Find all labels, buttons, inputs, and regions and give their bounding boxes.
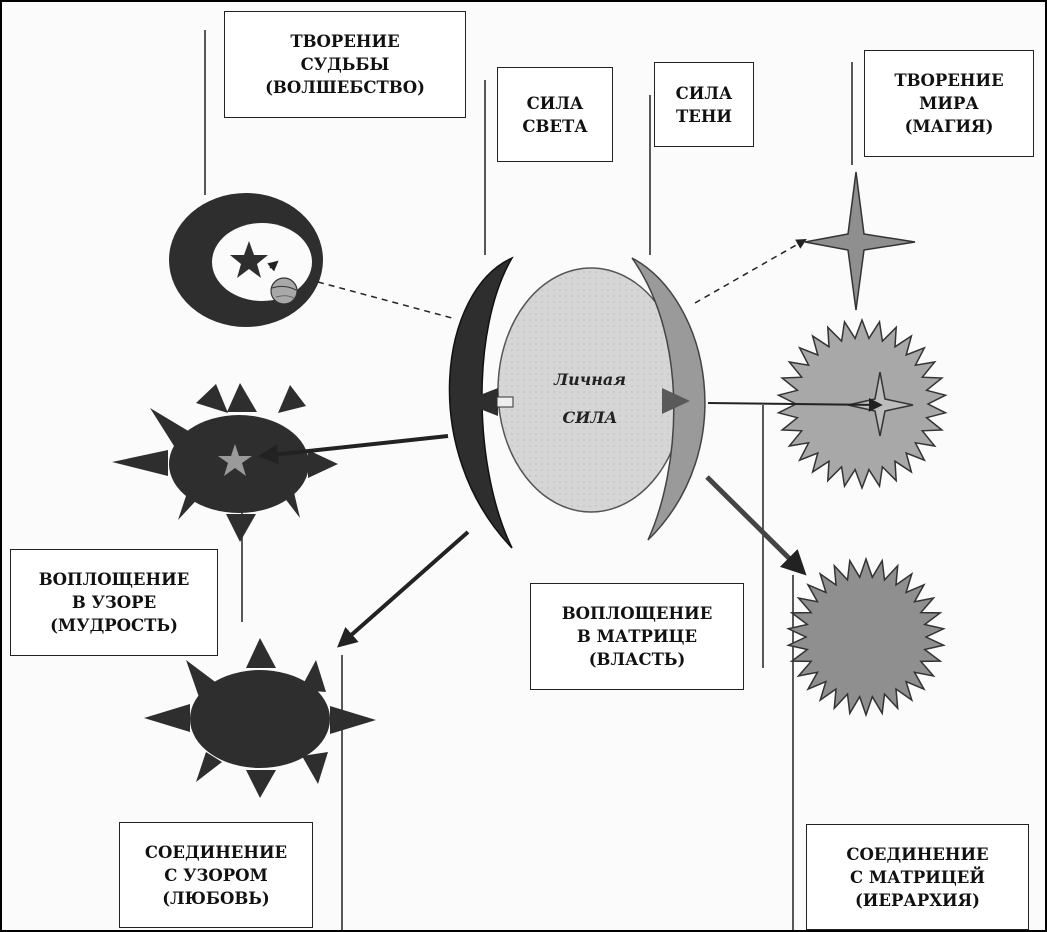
dashed-link-destiny — [317, 281, 453, 319]
label-world-creation: ТВОРЕНИЕ МИРА (МАГИЯ) — [864, 50, 1034, 157]
planet-icon — [270, 277, 298, 305]
star-icon — [230, 241, 268, 278]
label-light-power: СИЛА СВЕТА — [497, 67, 613, 162]
arrow-to-love — [337, 530, 470, 648]
wisdom-sun-icon — [112, 383, 338, 542]
arrow-to-wisdom — [258, 434, 449, 465]
world-star-icon — [804, 171, 916, 311]
label-matrix-union: СОЕДИНЕНИЕ С МАТРИЦЕЙ (ИЕРАРХИЯ) — [806, 824, 1029, 930]
center-label-line2: СИЛА — [562, 408, 618, 427]
arrow-to-hierarchy — [705, 475, 807, 576]
label-matrix-embodiment: ВОПЛОЩЕНИЕ В МАТРИЦЕ (ВЛАСТЬ) — [530, 583, 744, 690]
wisdom-star-icon — [218, 444, 252, 476]
love-sun-icon — [144, 638, 376, 798]
label-pattern-embodiment: ВОПЛОЩЕНИЕ В УЗОРЕ (МУДРОСТЬ) — [10, 549, 218, 656]
dashed-link-world — [694, 238, 807, 304]
label-destiny-creation: ТВОРЕНИЕ СУДЬБЫ (ВОЛШЕБСТВО) — [224, 11, 466, 118]
label-shadow-power: СИЛА ТЕНИ — [654, 62, 754, 147]
left-inner-arrow-icon — [462, 388, 498, 416]
right-inner-arrow-icon — [662, 388, 690, 414]
destiny-ring-icon — [169, 193, 323, 327]
center-label-line1: Личная — [554, 370, 626, 389]
arrow-to-world — [707, 397, 883, 412]
shadow-crescent-icon — [631, 257, 706, 541]
spiky-circle-hierarchy-icon — [786, 556, 946, 718]
label-pattern-union: СОЕДИНЕНИЕ С УЗОРОМ (ЛЮБОВЬ) — [119, 822, 313, 928]
left-inner-arrow-shaft — [496, 396, 514, 408]
